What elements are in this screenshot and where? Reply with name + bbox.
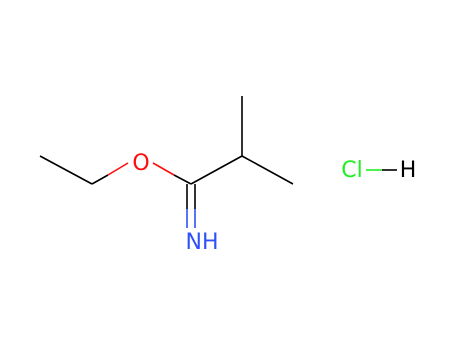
- bond-ch2-o-carbon-half: [91, 174, 109, 185]
- bonds: [39, 96, 397, 228]
- bond-c-ch: [190, 155, 243, 185]
- atom-labels: O NH Cl H: [132, 151, 416, 255]
- bond-o-c-oxygen-half: [152, 162, 175, 176]
- bond-ch-ch3-right: [241, 155, 294, 185]
- bond-o-c-carbon-half: [173, 174, 192, 185]
- chlorine-atom-label: Cl: [341, 158, 362, 183]
- bond-ch2-o-oxygen-half: [107, 162, 129, 176]
- oxygen-atom-label: O: [132, 151, 149, 176]
- bond-ch3-ch2: [39, 155, 93, 185]
- imine-nh-label: NH: [186, 230, 219, 255]
- hydrogen-atom-label: H: [400, 158, 417, 183]
